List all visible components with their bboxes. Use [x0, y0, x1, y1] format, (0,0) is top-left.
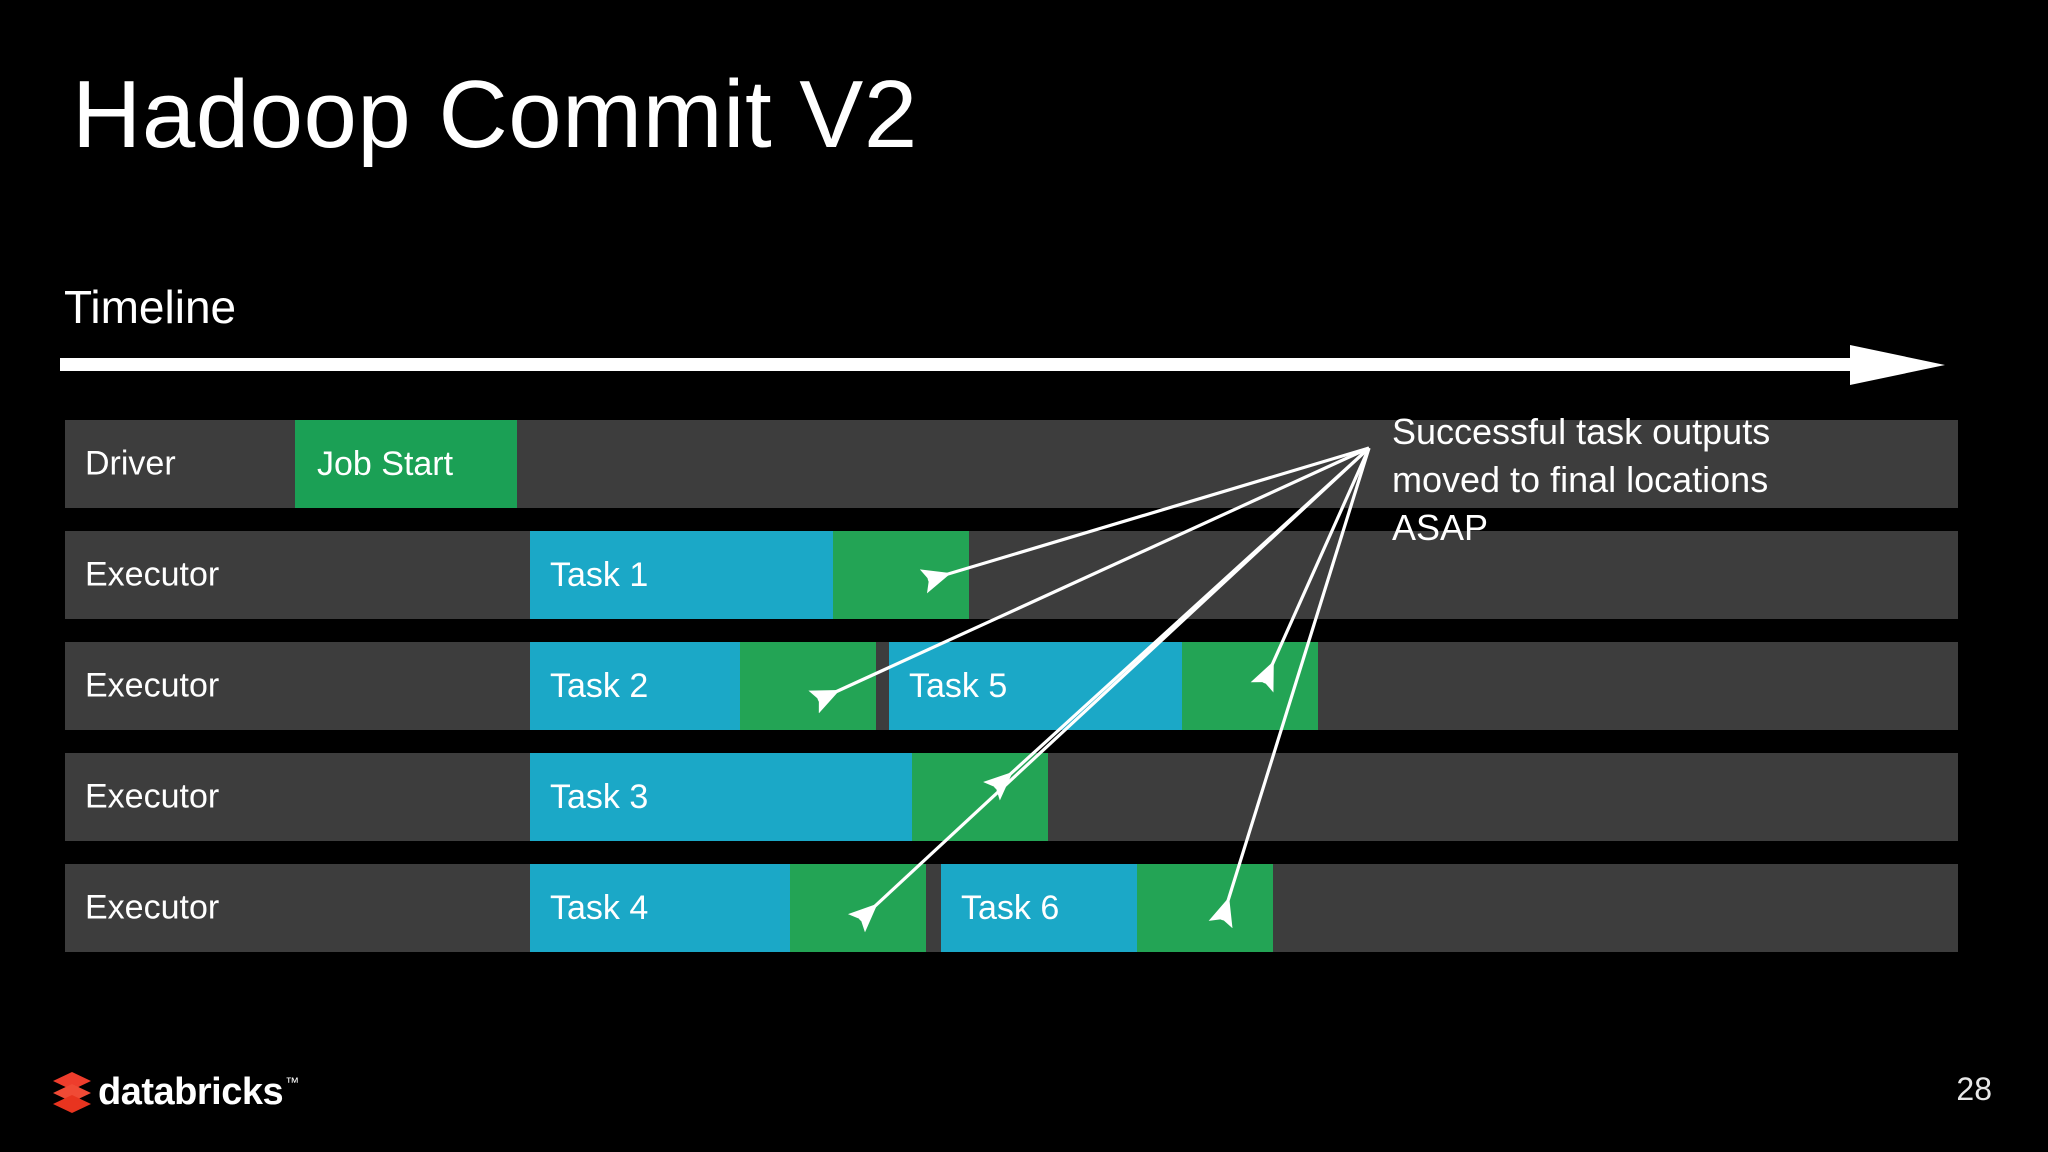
row-label: Executor: [85, 777, 220, 816]
timeline-row-executor-4: Executor Task 4 Task 6: [65, 864, 1958, 952]
block-label: Task 5: [909, 666, 1008, 705]
databricks-logo: databricks ™: [52, 1068, 299, 1116]
block-commit-task-4[interactable]: [790, 864, 926, 952]
block-task-5[interactable]: Task 5: [889, 642, 1182, 730]
page-number: 28: [1956, 1071, 1992, 1107]
block-task-6[interactable]: Task 6: [941, 864, 1137, 952]
trademark-symbol: ™: [285, 1074, 300, 1090]
block-task-4[interactable]: Task 4: [530, 864, 790, 952]
databricks-stacked-layers-icon: [53, 1072, 91, 1113]
block-job-start[interactable]: Job Start: [295, 420, 517, 508]
timeline-row-executor-2: Executor Task 2 Task 5: [65, 642, 1958, 730]
block-label: Task 6: [961, 888, 1060, 927]
block-label: Task 2: [550, 666, 649, 705]
block-task-1[interactable]: Task 1: [530, 531, 833, 619]
row-label: Executor: [85, 888, 220, 927]
timeline-row-executor-3: Executor Task 3: [65, 753, 1958, 841]
block-label: Task 1: [550, 555, 649, 594]
block-commit-task-3[interactable]: [912, 753, 1048, 841]
databricks-wordmark: databricks: [98, 1071, 284, 1113]
page-title: Hadoop Commit V2: [72, 61, 918, 168]
row-label: Driver: [85, 444, 176, 483]
block-commit-task-1[interactable]: [833, 531, 969, 619]
block-label: Job Start: [317, 444, 454, 483]
row-label: Executor: [85, 555, 220, 594]
block-commit-task-5[interactable]: [1182, 642, 1318, 730]
block-task-2[interactable]: Task 2: [530, 642, 740, 730]
block-commit-task-2[interactable]: [740, 642, 876, 730]
timeline-label: Timeline: [64, 281, 237, 333]
row-label: Executor: [85, 666, 220, 705]
block-task-3[interactable]: Task 3: [530, 753, 912, 841]
block-label: Task 3: [550, 777, 649, 816]
block-commit-task-6[interactable]: [1137, 864, 1273, 952]
annotation-text: Successful task outputs moved to final l…: [1392, 411, 1771, 548]
block-label: Task 4: [550, 888, 649, 927]
timeline-arrow-icon: [60, 345, 1945, 385]
